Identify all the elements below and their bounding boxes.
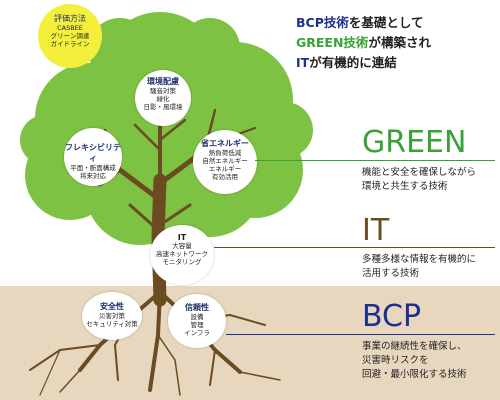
bubble-reliability: 信頼性 設備 管理 インフラ [168,294,226,348]
desc-line: 事業の継続性を確保し、 [362,341,467,352]
headline-text: が有機的に連結 [309,55,397,70]
bubble-line: 災害対策 [99,312,125,320]
evaluation-line: CASBEE [57,24,83,32]
bubble-title: 環境配慮 [147,77,179,86]
section-desc-it: 多種多様な情報を有機的に 活用する技術 [362,253,476,281]
bubble-line: エネルギー [208,165,242,173]
bubble-line: 熱負荷低減 [208,149,242,157]
bubble-title: 安全性 [100,302,124,311]
bubble-safety: 安全性 災害対策 セキュリティ対策 [82,292,142,340]
bubble-line: 高速ネットワーク [156,250,208,258]
section-title-it: IT [362,213,390,248]
green-connector-line [255,160,495,161]
headline-line-2: GREEN技術が構築され [296,32,431,51]
bubble-title: 信頼性 [185,303,209,312]
tree-roots [29,290,281,396]
evaluation-title: 評価方法 [54,14,86,23]
evaluation-line: ガイドライン [50,40,90,48]
desc-line: 環境と共生する技術 [362,181,448,192]
section-title-green: GREEN [362,125,467,160]
evaluation-method-badge: 評価方法 CASBEE グリーン調達 ガイドライン [38,4,102,68]
desc-line: 災害時リスクを [362,355,429,366]
desc-line: 回避・最小限化する技術 [362,369,467,380]
bubble-energy-saving: 省エネルギー 熱負荷低減 自然エネルギー エネルギー 有効活用 [193,130,257,194]
headline-accent-green: GREEN技術 [296,35,369,50]
bubble-line: 大容量 [172,242,192,250]
bubble-flexibility: フレキシビリティ 平面・断面構成 将来対応 [64,128,122,186]
bubble-line: 日影・風環境 [143,103,183,111]
bubble-line: セキュリティ対策 [86,320,138,328]
soil-ground [0,286,500,400]
headline-text: が構築され [368,35,431,50]
bubble-environment: 環境配慮 騒音対策 緑化 日影・風環境 [135,70,191,126]
bubble-line: 平面・断面構成 [70,164,116,172]
desc-line: 活用する技術 [362,268,420,279]
bubble-line: 騒音対策 [150,87,176,95]
headline-accent-bcp: BCP技術 [296,15,349,30]
bubble-title: IT [177,233,187,242]
headline-text: を基礎として [348,15,424,30]
bubble-line: モニタリング [162,258,202,266]
bubble-line: 緑化 [156,95,170,103]
bubble-line: 管理 [190,321,204,329]
bubble-line: 設備 [190,313,204,321]
headline-accent-it: IT [296,55,310,70]
desc-line: 多種多様な情報を有機的に [362,254,477,265]
headline-line-1: BCP技術を基礎として [296,12,424,31]
section-desc-bcp: 事業の継続性を確保し、 災害時リスクを 回避・最小限化する技術 [362,340,467,382]
bubble-line: 有効活用 [212,173,238,181]
it-connector-line [214,247,495,248]
desc-line: 機能と安全を確保しながら [362,167,477,178]
bubble-title: 省エネルギー [201,139,249,148]
bcp-connector-line [226,334,495,335]
bubble-line: インフラ [184,329,210,337]
bubble-line: 自然エネルギー [202,157,248,165]
section-title-bcp: BCP [362,299,422,334]
evaluation-line: グリーン調達 [50,32,90,40]
section-desc-green: 機能と安全を確保しながら 環境と共生する技術 [362,166,476,194]
bubble-it: IT 大容量 高速ネットワーク モニタリング [150,225,214,285]
headline-line-3: ITが有機的に連結 [296,52,397,71]
bubble-title: フレキシビリティ [65,143,121,163]
bubble-line: 将来対応 [80,172,106,180]
